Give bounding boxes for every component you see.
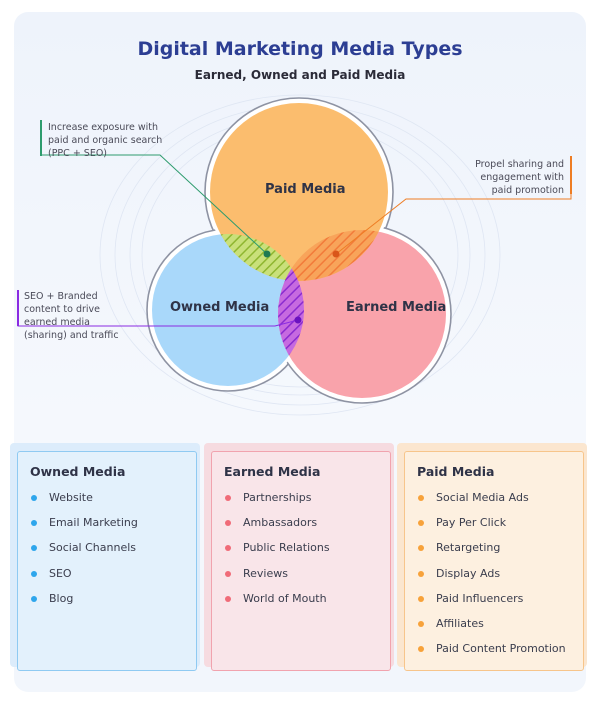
bullet-icon xyxy=(31,495,37,501)
paid-earned-overlap xyxy=(278,230,388,281)
bullet-icon xyxy=(418,620,424,627)
list-item: Blog xyxy=(30,592,196,617)
bullet-icon xyxy=(225,545,231,552)
paid-media-list: Social Media Ads Pay Per Click Retargeti… xyxy=(417,491,583,667)
bullet-icon xyxy=(225,520,231,527)
bullet-icon xyxy=(418,520,424,527)
list-item: Website xyxy=(30,491,196,516)
list-item: Display Ads xyxy=(417,567,583,592)
bullet-icon xyxy=(418,646,424,653)
earned-card-title: Earned Media xyxy=(224,464,321,479)
earned-media-label: Earned Media xyxy=(346,300,447,315)
list-item: Pay Per Click xyxy=(417,516,583,541)
owned-media-card: Owned Media Website Email Marketing Soci… xyxy=(17,451,197,671)
list-item: Email Marketing xyxy=(30,516,196,541)
owned-media-label: Owned Media xyxy=(170,300,270,315)
note-paid-earned: Propel sharing and engagement with paid … xyxy=(475,159,564,196)
paid-card-title: Paid Media xyxy=(417,464,495,479)
venn-diagram xyxy=(17,94,572,416)
page-title: Digital Marketing Media Types xyxy=(137,38,463,60)
orange-note-accent xyxy=(570,156,572,194)
bullet-icon xyxy=(31,520,37,527)
list-item: Retargeting xyxy=(417,541,583,566)
list-item: Paid Content Promotion xyxy=(417,642,583,667)
earned-media-list: Partnerships Ambassadors Public Relation… xyxy=(224,491,390,617)
orange-marker xyxy=(332,250,340,258)
list-item: SEO xyxy=(30,567,196,592)
list-item: Partnerships xyxy=(224,491,390,516)
bullet-icon xyxy=(31,570,37,577)
owned-card-title: Owned Media xyxy=(30,464,126,479)
note-owned-earned: SEO + Branded content to drive earned me… xyxy=(24,291,119,341)
list-item: Social Media Ads xyxy=(417,491,583,516)
earned-media-card: Earned Media Partnerships Ambassadors Pu… xyxy=(211,451,391,671)
green-note-accent xyxy=(40,120,42,156)
bullet-icon xyxy=(31,545,37,552)
bullet-icon xyxy=(225,570,231,577)
bullet-icon xyxy=(31,595,37,602)
bullet-icon xyxy=(418,595,424,602)
note-paid-owned: Increase exposure with paid and organic … xyxy=(48,122,163,159)
green-marker xyxy=(263,250,271,258)
paid-media-card: Paid Media Social Media Ads Pay Per Clic… xyxy=(404,451,584,671)
list-item: Reviews xyxy=(224,567,390,592)
bullet-icon xyxy=(418,495,424,501)
page-subtitle: Earned, Owned and Paid Media xyxy=(194,68,406,82)
owned-media-list: Website Email Marketing Social Channels … xyxy=(30,491,196,617)
list-item: Ambassadors xyxy=(224,516,390,541)
purple-note-accent xyxy=(17,290,19,326)
bullet-icon xyxy=(225,495,231,501)
list-item: Public Relations xyxy=(224,541,390,566)
list-item: Affiliates xyxy=(417,617,583,642)
bullet-icon xyxy=(418,570,424,577)
paid-owned-overlap xyxy=(210,234,304,281)
list-item: Social Channels xyxy=(30,541,196,566)
paid-media-label: Paid Media xyxy=(265,182,346,197)
bullet-icon xyxy=(418,545,424,552)
list-item: World of Mouth xyxy=(224,592,390,617)
list-item: Paid Influencers xyxy=(417,592,583,617)
bullet-icon xyxy=(225,595,231,602)
purple-marker xyxy=(294,316,302,324)
